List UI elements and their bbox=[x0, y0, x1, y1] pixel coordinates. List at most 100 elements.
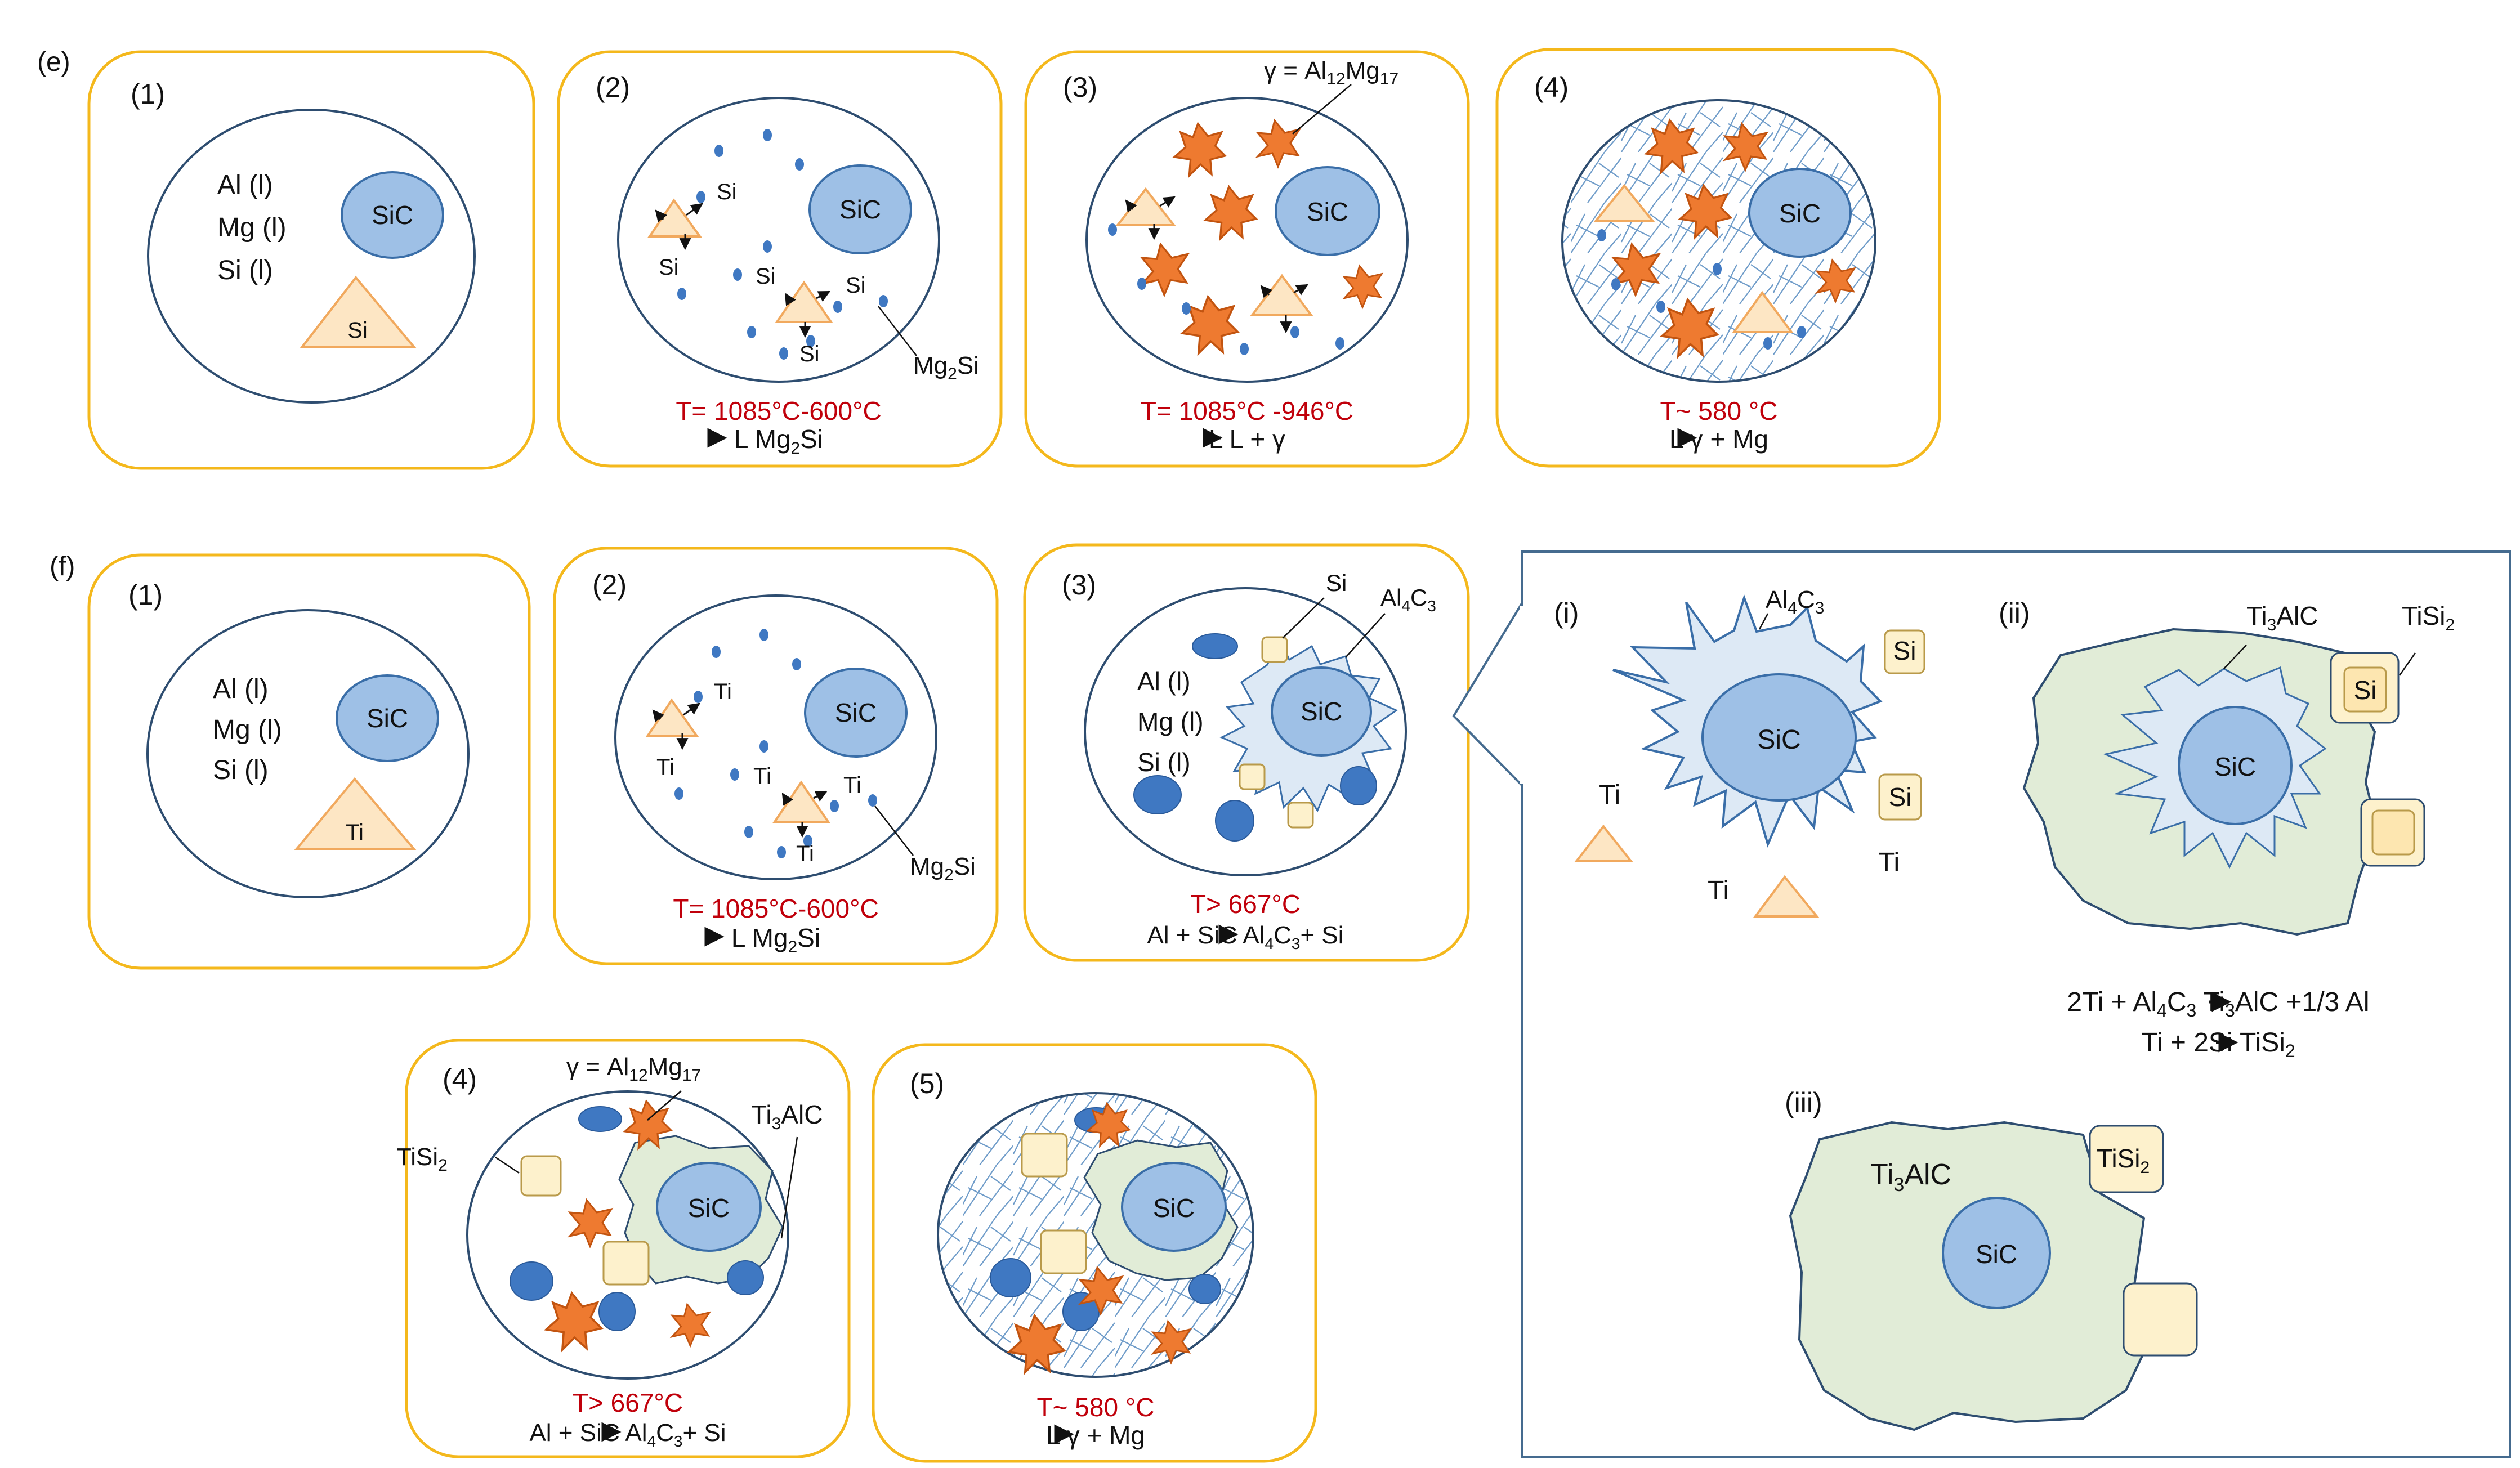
stage-number: (i) bbox=[1554, 597, 1579, 629]
sic-particle bbox=[1942, 1197, 2051, 1309]
si-label: Si bbox=[659, 255, 679, 280]
equation-ti3alc: 2Ti + Al4C3 Ti3AlC +1/3 Al bbox=[2067, 987, 2369, 1021]
si-triangle bbox=[1593, 184, 1655, 222]
sic-label: SiC bbox=[1301, 697, 1342, 726]
melt-circle bbox=[147, 109, 476, 404]
sic-label: SiC bbox=[1757, 725, 1800, 755]
sic-label: SiC bbox=[1976, 1239, 2017, 1269]
stage-number: (iii) bbox=[1785, 1087, 1822, 1118]
panel-number: (4) bbox=[1534, 71, 1569, 103]
reaction: L Mg2Si bbox=[731, 923, 820, 956]
si-leader bbox=[1282, 597, 1325, 639]
ti-triangle bbox=[1753, 875, 1820, 918]
al4c3-leader bbox=[1345, 613, 1386, 658]
mg2si-leader bbox=[878, 306, 917, 356]
si-label: Si bbox=[846, 273, 866, 298]
mg2si-precipitates bbox=[677, 129, 888, 360]
si-label: Si bbox=[1893, 636, 1916, 665]
melt-al: Al (l) bbox=[217, 170, 273, 200]
panel-number: (5) bbox=[910, 1068, 944, 1099]
tisi2-cubes bbox=[520, 1155, 650, 1286]
melt-circle bbox=[614, 594, 937, 880]
ti3alc-label: Ti3AlC bbox=[751, 1100, 823, 1133]
panel-number: (2) bbox=[592, 569, 627, 601]
si-label: Si bbox=[1326, 570, 1347, 596]
tisi2-label: TiSi2 bbox=[2097, 1144, 2150, 1177]
melt-al: Al (l) bbox=[213, 674, 269, 704]
sic-label: SiC bbox=[839, 195, 881, 224]
ti-label: Ti bbox=[843, 773, 861, 798]
zoom-stage-iii: (iii) SiC Ti3AlC TiSi2 bbox=[1785, 1087, 2198, 1431]
si-label: Si bbox=[717, 180, 737, 204]
panel-number: (1) bbox=[131, 78, 165, 110]
si-cube bbox=[2343, 666, 2387, 713]
sic-label: SiC bbox=[1153, 1193, 1195, 1223]
mg2si-leader bbox=[874, 805, 914, 856]
temperature-range: T~ 580 °C bbox=[1660, 396, 1778, 426]
melt-mg: Mg (l) bbox=[213, 715, 282, 745]
tisi2-particle bbox=[2089, 1125, 2164, 1193]
melt-mg: Mg (l) bbox=[217, 213, 287, 243]
al4c3-label: Al4C3 bbox=[1766, 586, 1824, 617]
si-triangle-label: Si bbox=[347, 318, 368, 343]
tisi2-leader bbox=[2398, 652, 2416, 676]
al4c3-label: Al4C3 bbox=[1380, 584, 1436, 615]
ti-triangle-label: Ti bbox=[346, 820, 364, 845]
panel-f2: (2) SiC Ti Ti Ti Ti Ti Mg2Si T= 1085°C- bbox=[553, 547, 999, 965]
panel-f3: (3) SiC Al (l) Mg (l) Si (l) Si Al4C3 T>… bbox=[1023, 543, 1470, 962]
melt-al: Al (l) bbox=[1137, 666, 1191, 696]
stage-number: (ii) bbox=[1999, 597, 2030, 629]
temperature-range: T~ 580 °C bbox=[1037, 1393, 1155, 1422]
sic-particle bbox=[656, 1162, 762, 1252]
diffusion-arrows bbox=[655, 203, 830, 338]
panel-f5: (5) SiC T~ 580 °C L γ + Mg bbox=[872, 1043, 1317, 1463]
tisi2-cubes bbox=[1021, 1133, 1087, 1274]
gamma-label: γ = Al12Mg17 bbox=[566, 1053, 701, 1085]
sic-particle bbox=[1121, 1162, 1227, 1252]
panel-number: (2) bbox=[596, 71, 630, 103]
si-cube bbox=[1884, 629, 1925, 674]
ti-label: Ti bbox=[1708, 876, 1729, 906]
ti3alc-leader bbox=[2223, 645, 2247, 669]
sic-label: SiC bbox=[2214, 752, 2256, 781]
reaction: L Mg2Si bbox=[734, 424, 823, 458]
sic-particle bbox=[336, 674, 439, 762]
reaction-equations: 2Ti + Al4C3 Ti3AlC +1/3 Al Ti + 2Si TiSi… bbox=[2067, 987, 2369, 1061]
reaction: Al + SiC Al4C3+ Si bbox=[529, 1419, 726, 1450]
sic-particle bbox=[804, 668, 908, 758]
panel-e2: (2) SiC Si Si Si Si Si Mg2Si T= 1085°C- bbox=[557, 50, 1003, 468]
sic-label: SiC bbox=[372, 200, 413, 230]
panel-e1: (1) Al (l) Mg (l) Si (l) SiC Si bbox=[87, 50, 535, 470]
mg2si-label: Mg2Si bbox=[913, 352, 979, 383]
si-triangle bbox=[300, 275, 417, 348]
mg2si-label: Mg2Si bbox=[910, 853, 976, 884]
temperature-range: T= 1085°C-600°C bbox=[673, 894, 878, 923]
tisi2-label: TiSi2 bbox=[2402, 601, 2455, 634]
melt-circle bbox=[146, 609, 470, 898]
sic-label: SiC bbox=[688, 1193, 730, 1223]
panel-e4: (4) SiC T~ 580 °C L γ + Mg bbox=[1495, 48, 1941, 468]
si-cubes bbox=[1239, 636, 1314, 829]
ti-triangle bbox=[1574, 824, 1634, 862]
panel-e3: (3) SiC γ = Al12Mg17 T= 1085 bbox=[1024, 50, 1470, 468]
ti-label: Ti bbox=[1599, 780, 1620, 810]
ti3alc-label: Ti3AlC bbox=[1870, 1158, 1951, 1196]
sic-particle bbox=[1748, 168, 1852, 258]
panel-number: (3) bbox=[1062, 569, 1096, 601]
panel-number: (3) bbox=[1063, 71, 1097, 103]
si-cube bbox=[2371, 809, 2415, 856]
si-cube bbox=[1878, 773, 1922, 821]
sic-label: SiC bbox=[1779, 199, 1821, 228]
mg2si-precipitates bbox=[1108, 223, 1344, 355]
mg2si-precipitates bbox=[1597, 229, 1806, 350]
al4c3-leader bbox=[1758, 613, 1769, 630]
melt-mg: Mg (l) bbox=[1137, 707, 1204, 736]
melt-si: Si (l) bbox=[213, 755, 269, 785]
sic-particle bbox=[341, 171, 444, 259]
zoom-pointer bbox=[1452, 602, 1523, 786]
si-label: Si bbox=[2354, 675, 2377, 705]
diffusion-arrows bbox=[1125, 196, 1308, 334]
zoom-stage-ii: (ii) SiC Si Ti3AlC TiSi2 bbox=[1999, 597, 2455, 936]
sic-label: SiC bbox=[367, 704, 408, 733]
melt-si: Si (l) bbox=[1137, 748, 1191, 777]
